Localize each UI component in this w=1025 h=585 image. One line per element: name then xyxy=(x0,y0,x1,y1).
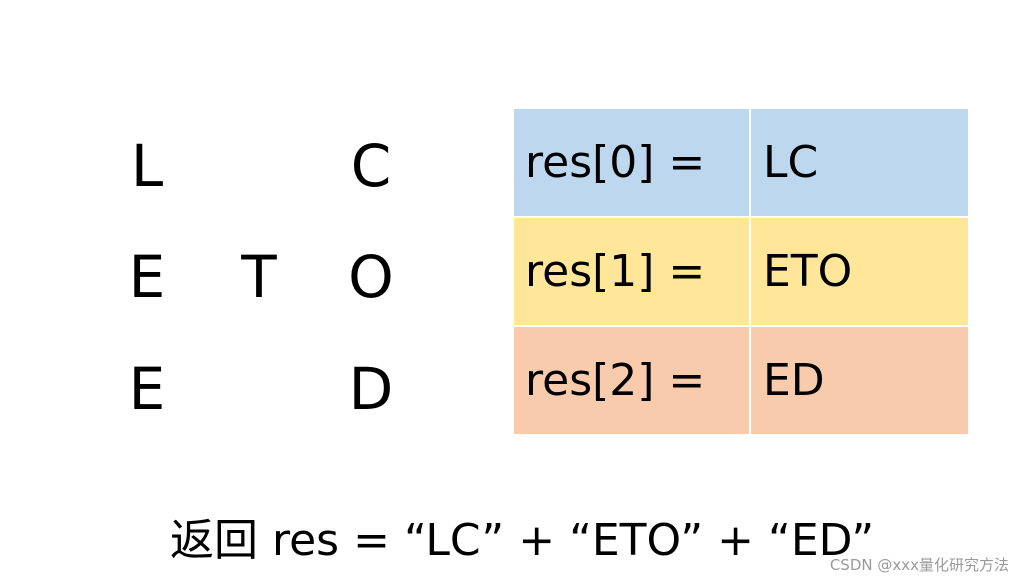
res-value-cell: LC xyxy=(749,107,970,218)
grid-letter-r2-c0: E xyxy=(128,355,166,423)
grid-letter-r0-c2: C xyxy=(350,132,392,200)
grid-letter-r0-c0: L xyxy=(130,132,164,200)
grid-letter-r1-c2: O xyxy=(348,243,394,311)
res-label-cell: res[1] = xyxy=(512,216,751,327)
res-row: res[0] = LC xyxy=(512,107,970,218)
res-value-cell: ETO xyxy=(749,216,970,327)
res-row: res[2] = ED xyxy=(512,325,970,436)
res-row: res[1] = ETO xyxy=(512,216,970,327)
grid-letter-r1-c0: E xyxy=(128,243,166,311)
res-value-cell: ED xyxy=(749,325,970,436)
res-table: res[0] = LC res[1] = ETO res[2] = ED xyxy=(512,107,970,436)
res-label-cell: res[0] = xyxy=(512,107,751,218)
grid-letter-r2-c2: D xyxy=(348,355,394,423)
result-expression: 返回 res = “LC” + “ETO” + “ED” xyxy=(170,515,875,566)
watermark: CSDN @xxx量化研究方法 xyxy=(829,556,1009,574)
grid-letter-r1-c1: T xyxy=(241,243,277,311)
res-label-cell: res[2] = xyxy=(512,325,751,436)
